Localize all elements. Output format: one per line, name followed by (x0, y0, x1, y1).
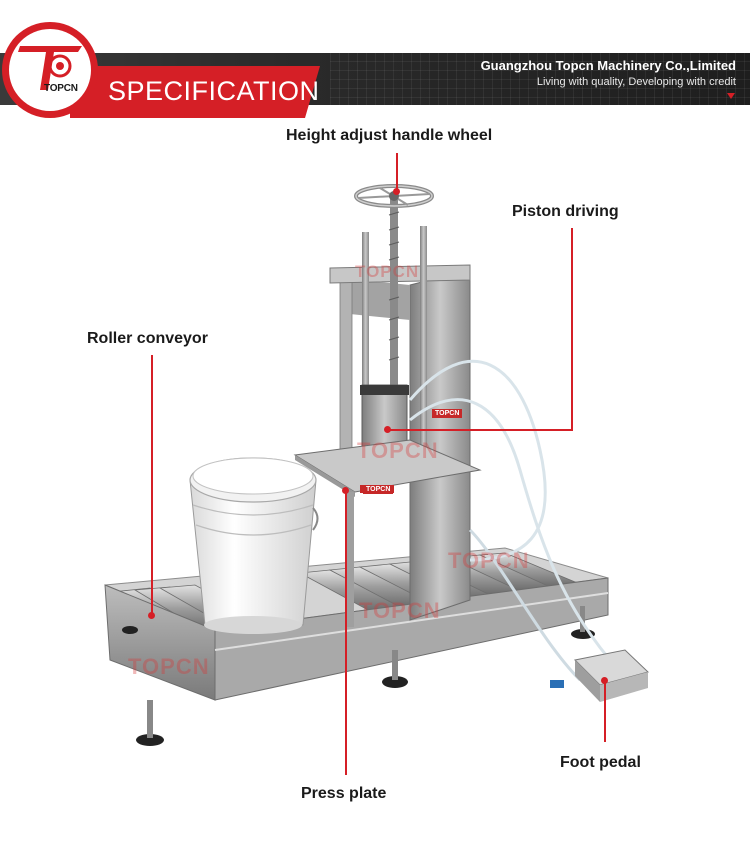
watermark: TOPCN (359, 598, 441, 623)
page-title: SPECIFICATION (108, 76, 320, 106)
watermark: TOPCN (448, 548, 530, 573)
callout-line (345, 490, 347, 775)
callout-line (151, 355, 153, 615)
callout-line (396, 153, 398, 191)
callout-dot (601, 677, 608, 684)
watermark: TOPCN (355, 262, 420, 281)
callout-line (571, 228, 573, 431)
callout-line (604, 680, 606, 742)
company-name: Guangzhou Topcn Machinery Co.,Limited (480, 58, 736, 73)
callout-handle-wheel: Height adjust handle wheel (286, 127, 493, 144)
header-texture (330, 53, 750, 105)
company-tagline: Living with quality, Developing with cre… (536, 76, 736, 88)
callout-dot (148, 612, 155, 619)
callout-roller: Roller conveyor (87, 330, 208, 347)
spec-banner (70, 66, 320, 118)
callout-dot (384, 426, 391, 433)
triangle-down-icon (727, 93, 735, 99)
watermark: TOPCN (357, 438, 439, 463)
callout-dot (342, 487, 349, 494)
watermark: TOPCN (128, 654, 210, 679)
callout-foot-pedal: Foot pedal (560, 754, 641, 771)
callout-piston: Piston driving (512, 203, 619, 220)
callout-dot (393, 188, 400, 195)
callout-line (388, 429, 573, 431)
logo-text: TOPCN (44, 83, 78, 94)
callout-press-plate: Press plate (301, 785, 387, 802)
logo-mark-icon (18, 46, 82, 90)
product-tag: TOPCN (432, 409, 463, 418)
product-tag: TOPCN (363, 485, 394, 494)
